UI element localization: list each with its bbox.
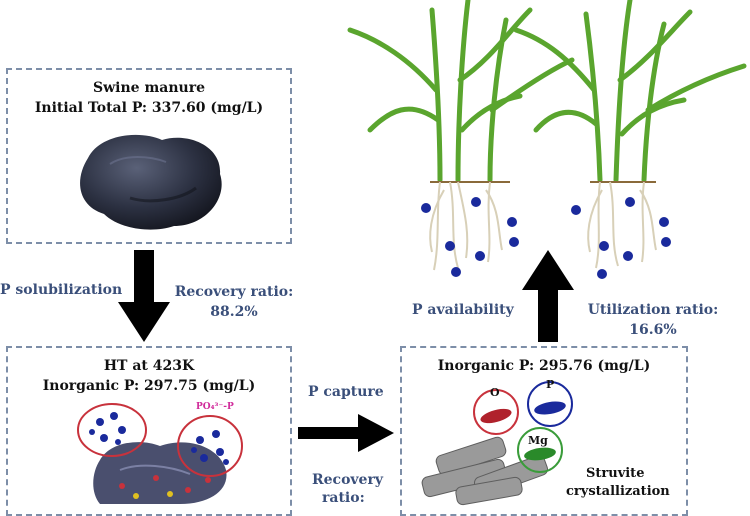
atom-mg-label: Mg [528, 434, 548, 447]
ht-title: HT at 423K [103, 358, 195, 374]
ht-residue-image [77, 403, 243, 504]
swine-manure-panel [6, 68, 292, 244]
utilization-value: 16.6% [629, 322, 677, 338]
struvite-crystals-image [421, 381, 573, 506]
capture-recovery-value: ratio: [322, 490, 365, 506]
ht-inorganic-p: Inorganic P: 297.75 (mg/L) [42, 378, 256, 394]
struvite-label-line2: crystallization [566, 484, 670, 499]
atom-o-label: O [490, 386, 500, 399]
p-capture-label: P capture [308, 384, 384, 400]
right-arrow [298, 414, 394, 452]
p-availability-label: P availability [412, 302, 514, 318]
struvite-label-line1: Struvite [586, 466, 645, 481]
swine-manure-title: Swine manure [93, 80, 205, 96]
up-arrow [522, 250, 574, 342]
solubilization-recovery-label: Recovery ratio: [174, 284, 294, 300]
capture-recovery-label: Recovery [312, 472, 383, 488]
corn-plants-image [347, 0, 747, 279]
utilization-label: Utilization ratio: [587, 302, 719, 318]
down-arrow [118, 250, 170, 342]
initial-total-p: Initial Total P: 337.60 (mg/L) [34, 100, 264, 116]
p-solubilization-label: P solubilization [0, 282, 123, 298]
solubilization-recovery-value: 88.2% [210, 304, 258, 320]
phosphate-label: PO₄³⁻-P [196, 402, 234, 412]
struvite-inorganic-p: Inorganic P: 295.76 (mg/L) [437, 358, 651, 374]
atom-p-label: P [546, 378, 555, 391]
swine-manure-image [80, 134, 222, 230]
